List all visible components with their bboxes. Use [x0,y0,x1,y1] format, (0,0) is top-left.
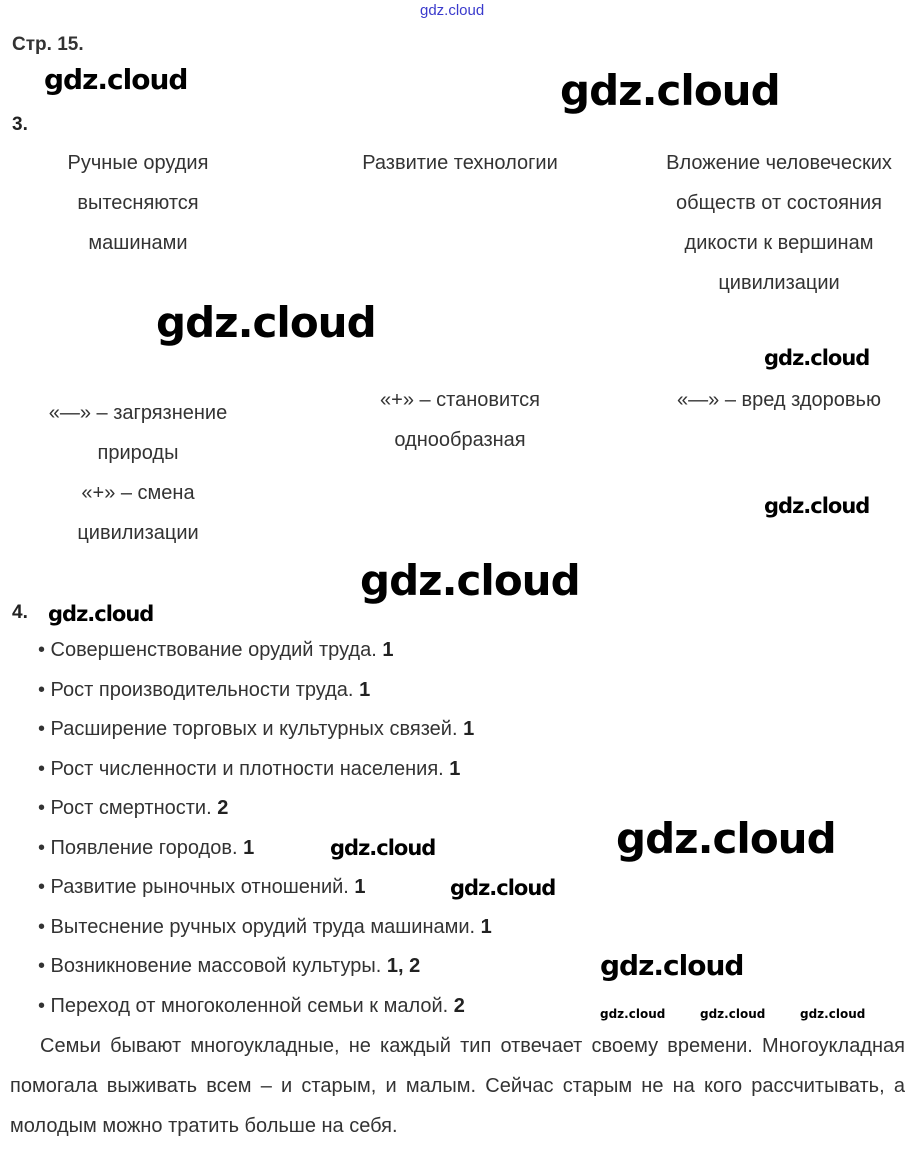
task3-col1-top: Ручные орудия вытесняются машинами [67,152,209,254]
watermark: gdz.cloud [600,1007,666,1021]
line: «—» – загрязнение [48,402,228,424]
line: однообразная [394,429,526,451]
task4-list: • Совершенствование орудий труда. 1 • Ро… [38,631,492,1026]
task4-number: 4. [12,602,28,623]
watermark: gdz.cloud [700,1007,766,1021]
watermark: gdz.cloud [764,346,870,370]
task3-col3-top: Вложение человеческих обществ от состоян… [666,152,892,294]
task4-paragraph: Семьи бывают многоукладные, не каждый ти… [10,1035,905,1137]
watermark: gdz.cloud [616,814,837,863]
list-item: • Рост производительности труда. 1 [38,678,371,701]
list-item: • Появление городов. 1 [38,836,255,859]
site-link[interactable]: gdz.cloud [420,2,485,19]
task3-number: 3. [12,114,28,135]
page-label: Стр. 15. [12,34,84,55]
watermark: gdz.cloud [800,1007,866,1021]
list-item: • Расширение торговых и культурных связе… [38,718,475,740]
watermark: gdz.cloud [360,556,581,605]
watermark: gdz.cloud [450,876,556,900]
task3-col2-top: Развитие технологии [362,152,558,174]
watermark: gdz.cloud [48,602,154,626]
watermark: gdz.cloud [156,298,377,347]
list-item: • Рост численности и плотности населения… [38,757,461,780]
watermark: gdz.cloud [600,949,744,982]
list-item: • Совершенствование орудий труда. 1 [38,639,394,661]
list-item: • Возникновение массовой культуры. 1, 2 [38,955,421,977]
list-item: • Развитие рыночных отношений. 1 [38,876,366,898]
line: «+» – становится [380,389,540,411]
task3-col3-bottom: «—» – вред здоровью [650,380,908,420]
line: природы [97,442,179,464]
list-item: • Переход от многоколенной семьи к малой… [38,994,465,1017]
watermark: gdz.cloud [560,66,781,115]
line: цивилизации [77,522,199,544]
list-item: • Вытеснение ручных орудий труда машинам… [38,915,492,938]
watermark: gdz.cloud [330,836,436,860]
task3-col2-bottom: «+» – становится однообразная [330,380,590,460]
task3-col1-bottom: «—» – загрязнение природы «+» – смена ци… [18,393,258,553]
watermark: gdz.cloud [44,63,188,96]
list-item: • Рост смертности. 2 [38,797,229,819]
line: «+» – смена [81,482,195,504]
watermark: gdz.cloud [764,494,870,518]
line: «—» – вред здоровью [677,389,881,411]
